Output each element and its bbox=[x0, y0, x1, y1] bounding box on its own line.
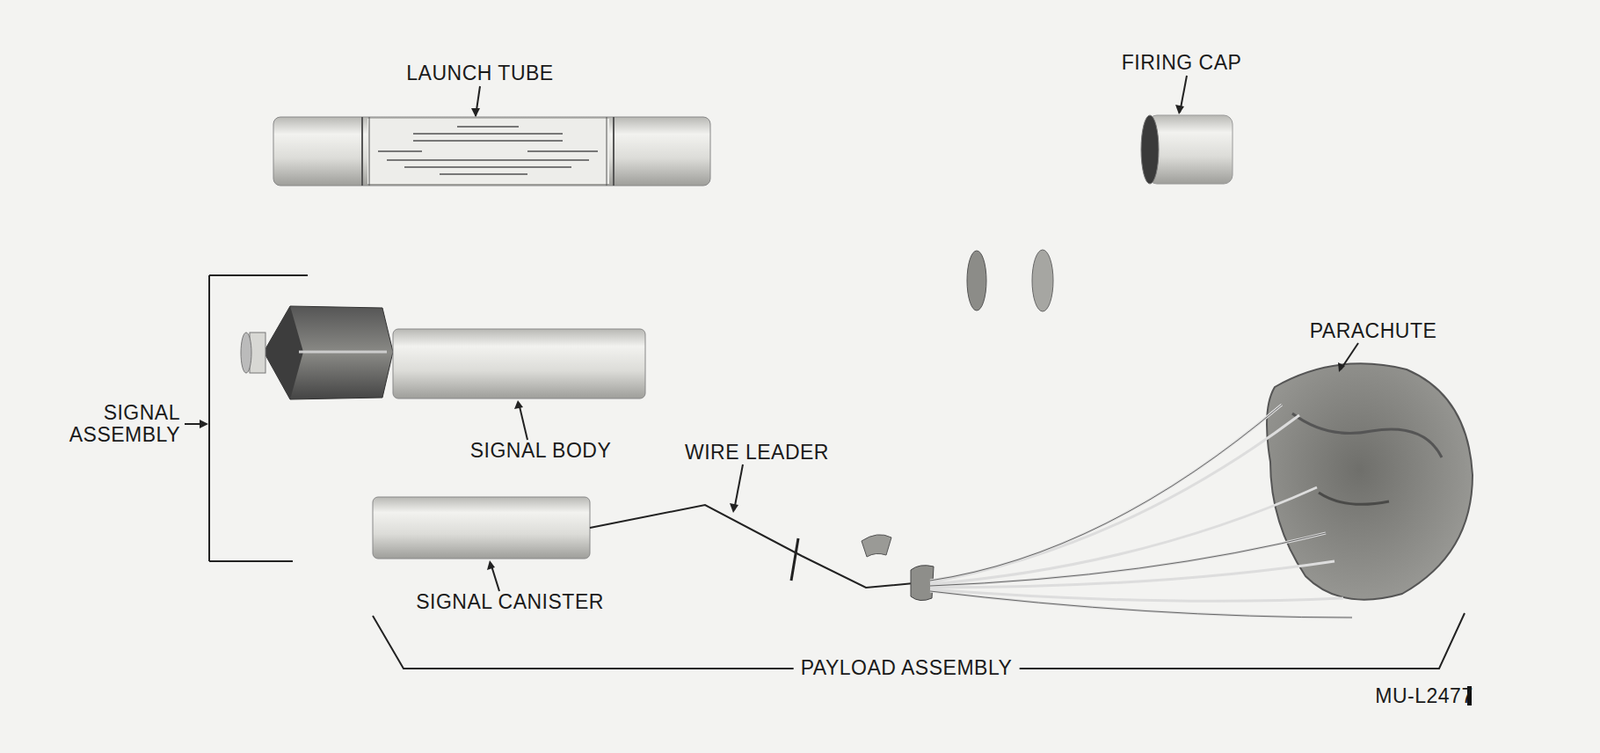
group-label: SIGNAL ASSEMBLY bbox=[65, 401, 181, 447]
signal-body bbox=[240, 305, 646, 400]
part-label: FIRING CAP bbox=[1121, 51, 1243, 74]
group-label: PAYLOAD ASSEMBLY bbox=[793, 656, 1020, 679]
firing-cap bbox=[1141, 115, 1233, 184]
part-label: SIGNAL BODY bbox=[470, 439, 612, 462]
arrowheads bbox=[199, 104, 1346, 570]
clips bbox=[861, 534, 934, 601]
part-label: SIGNAL CANISTER bbox=[415, 590, 604, 613]
wire-leader bbox=[589, 504, 924, 588]
parachute bbox=[930, 363, 1473, 618]
signal-canister bbox=[372, 496, 590, 559]
discs bbox=[967, 249, 1054, 312]
part-label: WIRE LEADER bbox=[684, 441, 830, 464]
figure-number: MU-L2477 bbox=[1374, 684, 1473, 707]
launch-tube bbox=[273, 116, 711, 186]
part-label: PARACHUTE bbox=[1309, 320, 1438, 342]
part-label: LAUNCH TUBE bbox=[406, 62, 553, 85]
leader-lines bbox=[184, 75, 1465, 669]
